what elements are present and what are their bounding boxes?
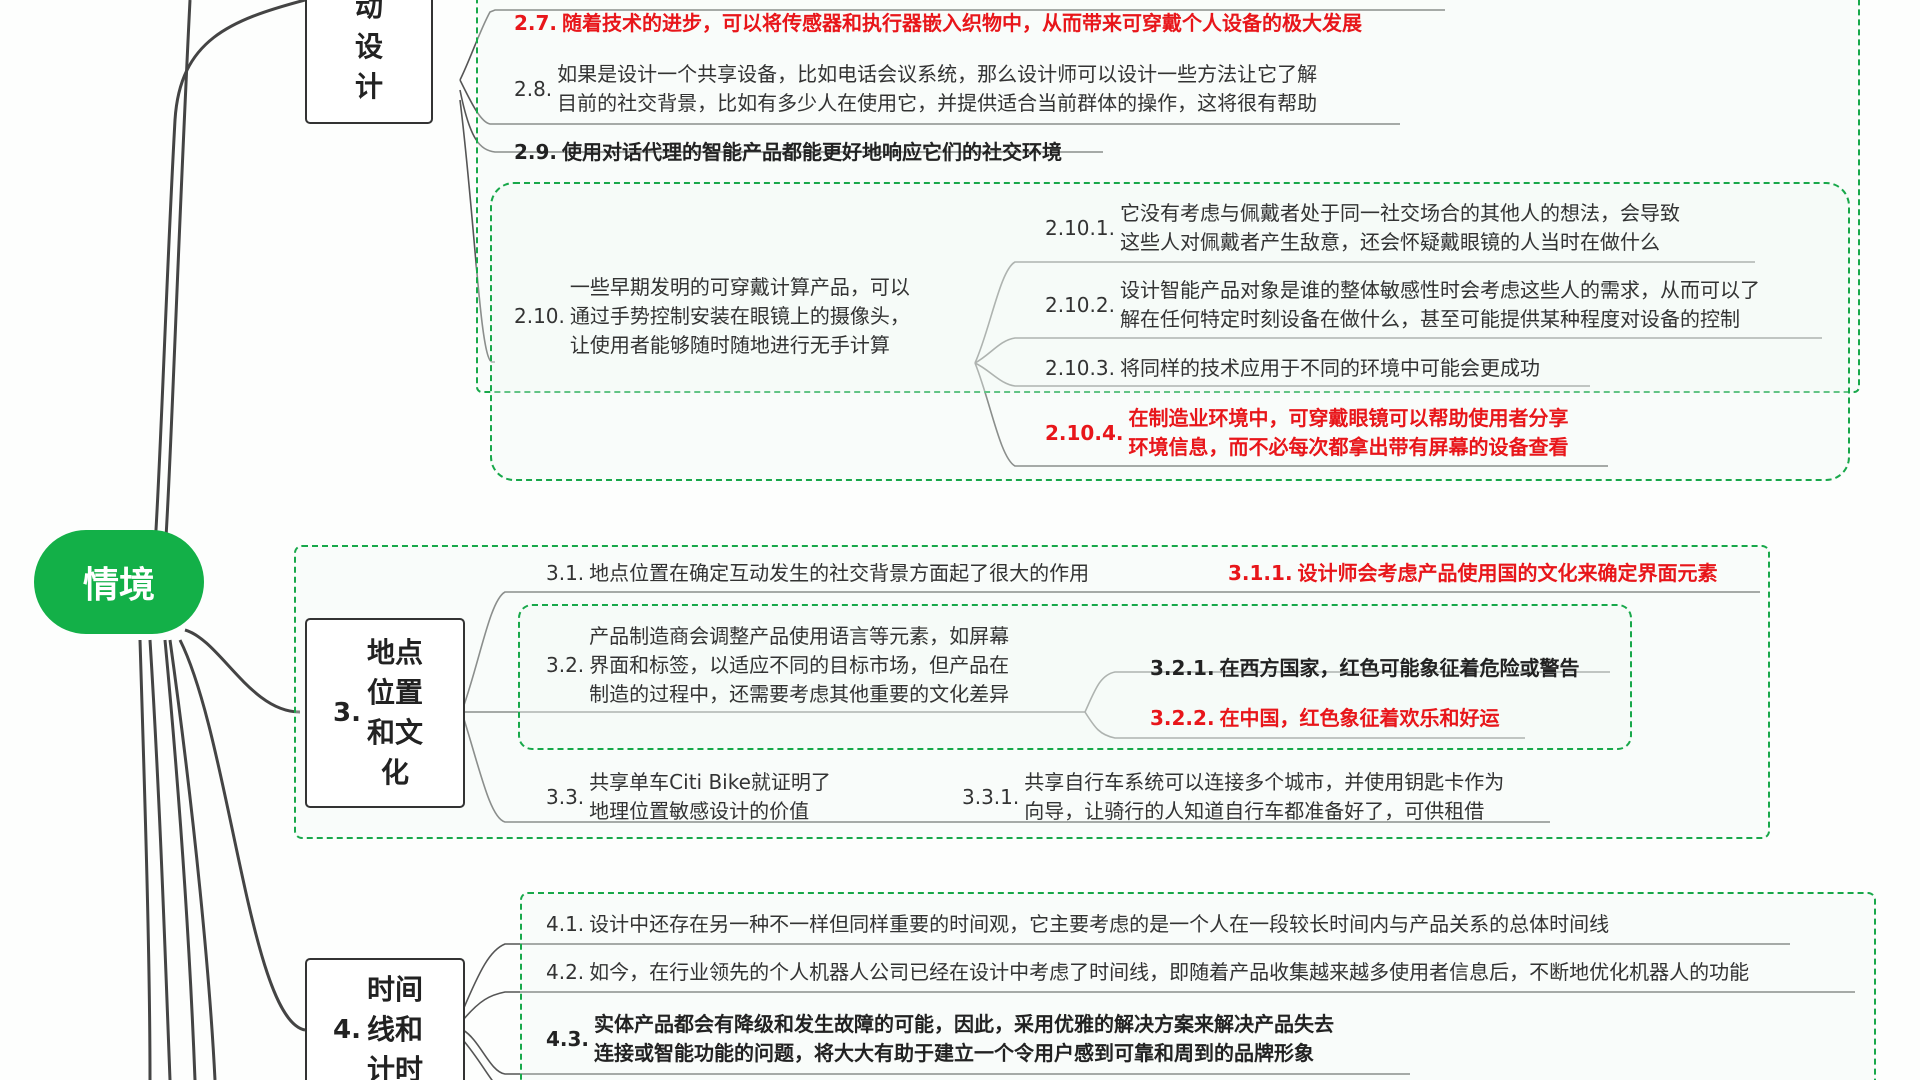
- topic-3-1-1[interactable]: 3.1.1. 设计师会考虑产品使用国的文化来确定界面元素: [1228, 559, 1718, 588]
- topic-line: 连接或智能功能的问题，将大大有助于建立一个令用户感到可靠和周到的品牌形象: [594, 1041, 1315, 1065]
- topic-2-10-1[interactable]: 2.10.1. 它没有考虑与佩戴者处于同一社交场合的其他人的想法，会导致 这些人…: [1045, 199, 1680, 257]
- topic-line: 实体产品都会有降级和发生故障的可能，因此，采用优雅的解决方案来解决产品失去: [594, 1012, 1335, 1036]
- category-4-number: 4.: [333, 1015, 361, 1045]
- group-box-cat3: [294, 545, 1770, 839]
- topic-2-10-4[interactable]: 2.10.4. 在制造业环境中，可穿戴眼镜可以帮助使用者分享 环境信息，而不必每…: [1045, 404, 1568, 462]
- category-node-4[interactable]: 4. 时间 线和 计时: [305, 958, 465, 1080]
- topic-number: 2.10.2.: [1045, 292, 1115, 317]
- topic-number: 4.3.: [546, 1026, 590, 1051]
- branch-root-down4: [138, 639, 152, 1080]
- topic-4-3[interactable]: 4.3. 实体产品都会有降级和发生故障的可能，因此，采用优雅的解决方案来解决产品…: [546, 1010, 1334, 1068]
- topic-3-2-1[interactable]: 3.2.1. 在西方国家，红色可能象征着危险或警告: [1150, 654, 1580, 683]
- topic-2-10[interactable]: 2.10. 一些早期发明的可穿戴计算产品，可以 通过手势控制安装在眼镜上的摄像头…: [514, 273, 910, 360]
- topic-number: 3.1.: [546, 561, 585, 585]
- topic-line: 界面和标签，以适应不同的目标市场，但产品在: [589, 653, 1010, 677]
- topic-2-10-3[interactable]: 2.10.3. 将同样的技术应用于不同的环境中可能会更成功: [1045, 354, 1540, 383]
- topic-line: 将同样的技术应用于不同的环境中可能会更成功: [1119, 356, 1540, 380]
- branch-root-cat2: [148, 0, 306, 621]
- topic-line: 在制造业环境中，可穿戴眼镜可以帮助使用者分享: [1128, 406, 1569, 430]
- topic-line: 产品制造商会调整产品使用语言等元素，如屏幕: [589, 624, 1010, 648]
- topic-line: 制造的过程中，还需要考虑其他重要的文化差异: [589, 682, 1010, 706]
- topic-line: 环境信息，而不必每次都拿出带有屏幕的设备查看: [1128, 435, 1569, 459]
- category-node-2[interactable]: 动 设 计: [305, 0, 433, 124]
- category-2-line: 动: [354, 0, 383, 23]
- topic-2-7[interactable]: 2.7. 随着技术的进步，可以将传感器和执行器嵌入织物中，从而带来可穿戴个人设备…: [514, 9, 1362, 38]
- topic-line: 设计智能产品对象是谁的整体敏感性时会考虑这些人的需求，从而可以了: [1119, 278, 1760, 302]
- topic-number: 2.9.: [514, 140, 558, 164]
- category-2-line: 计: [354, 70, 383, 103]
- category-4-line: 线和: [366, 1013, 423, 1046]
- topic-line: 共享单车Citi Bike就证明了: [589, 770, 831, 794]
- branch-root-down2: [163, 639, 197, 1080]
- topic-line: 一些早期发明的可穿戴计算产品，可以: [569, 275, 910, 299]
- topic-line: 设计师会考虑产品使用国的文化来确定界面元素: [1297, 561, 1718, 585]
- topic-line: 它没有考虑与佩戴者处于同一社交场合的其他人的想法，会导致: [1119, 201, 1680, 225]
- topic-number: 3.2.2.: [1150, 706, 1215, 730]
- branch-root-down3: [168, 639, 217, 1080]
- topic-line: 在西方国家，红色可能象征着危险或警告: [1219, 656, 1580, 680]
- topic-4-1[interactable]: 4.1. 设计中还存在另一种不一样但同样重要的时间观，它主要考虑的是一个人在一段…: [546, 910, 1609, 939]
- group-box-cat4: [520, 892, 1876, 1080]
- topic-2-9[interactable]: 2.9. 使用对话代理的智能产品都能更好地响应它们的社交环境: [514, 138, 1062, 167]
- topic-number: 2.10.3.: [1045, 356, 1115, 380]
- branch-root-cat4: [178, 639, 306, 1032]
- topic-3-2-2[interactable]: 3.2.2. 在中国，红色象征着欢乐和好运: [1150, 704, 1500, 733]
- category-3-line: 地点: [366, 636, 423, 669]
- topic-line: 向导，让骑行的人知道自行车都准备好了，可供租借: [1024, 799, 1485, 823]
- topic-line: 共享自行车系统可以连接多个城市，并使用钥匙卡作为: [1024, 770, 1505, 794]
- topic-3-1[interactable]: 3.1. 地点位置在确定互动发生的社交背景方面起了很大的作用: [546, 559, 1089, 588]
- topic-3-3-1[interactable]: 3.3.1. 共享自行车系统可以连接多个城市，并使用钥匙卡作为 向导，让骑行的人…: [962, 768, 1504, 826]
- topic-line: 如今，在行业领先的个人机器人公司已经在设计中考虑了时间线，即随着产品收集越来越多…: [589, 960, 1750, 984]
- category-4-line: 时间: [366, 973, 423, 1006]
- topic-number: 2.10.4.: [1045, 420, 1124, 445]
- group-box-cat2: [476, 0, 1860, 393]
- topic-line: 解在任何特定时刻设备在做什么，甚至可能提供某种程度对设备的控制: [1119, 307, 1740, 331]
- topic-2-10-2[interactable]: 2.10.2. 设计智能产品对象是谁的整体敏感性时会考虑这些人的需求，从而可以了…: [1045, 276, 1760, 334]
- branch-root-cat3: [184, 628, 301, 714]
- topic-number: 2.7.: [514, 11, 558, 35]
- category-2-line: 设: [354, 30, 383, 63]
- root-node[interactable]: 情境: [34, 530, 204, 634]
- category-3-line: 化: [380, 756, 409, 789]
- branch-root-upper: [158, 0, 192, 621]
- topic-line: 通过手势控制安装在眼镜上的摄像头，: [569, 304, 910, 328]
- group-box-3-2: [518, 604, 1632, 750]
- category-3-number: 3.: [333, 698, 361, 728]
- topic-number: 2.10.: [514, 304, 565, 328]
- branch-root-down1: [148, 639, 172, 1080]
- category-4-line: 计时: [366, 1053, 423, 1080]
- topic-number: 3.3.: [546, 784, 585, 809]
- topic-line: 设计中还存在另一种不一样但同样重要的时间观，它主要考虑的是一个人在一段较长时间内…: [589, 912, 1610, 936]
- topic-line: 让使用者能够随时随地进行无手计算: [569, 333, 890, 357]
- topic-3-3[interactable]: 3.3. 共享单车Citi Bike就证明了 地理位置敏感设计的价值: [546, 768, 831, 826]
- topic-2-8[interactable]: 2.8. 如果是设计一个共享设备，比如电话会议系统，那么设计师可以设计一些方法让…: [514, 60, 1317, 118]
- topic-number: 2.8.: [514, 76, 553, 101]
- topic-3-2[interactable]: 3.2. 产品制造商会调整产品使用语言等元素，如屏幕 界面和标签，以适应不同的目…: [546, 622, 1009, 709]
- root-label: 情境: [82, 565, 155, 606]
- topic-number: 3.3.1.: [962, 784, 1020, 809]
- category-node-3[interactable]: 3. 地点 位置 和文 化: [305, 618, 465, 808]
- topic-4-2[interactable]: 4.2. 如今，在行业领先的个人机器人公司已经在设计中考虑了时间线，即随着产品收…: [546, 958, 1749, 987]
- topic-line: 地理位置敏感设计的价值: [589, 799, 810, 823]
- topic-number: 4.2.: [546, 960, 585, 984]
- topic-line: 如果是设计一个共享设备，比如电话会议系统，那么设计师可以设计一些方法让它了解: [557, 62, 1318, 86]
- topic-line: 这些人对佩戴者产生敌意，还会怀疑戴眼镜的人当时在做什么: [1119, 230, 1660, 254]
- group-box-2-10: [490, 182, 1850, 481]
- topic-line: 目前的社交背景，比如有多少人在使用它，并提供适合当前群体的操作，这将很有帮助: [557, 91, 1318, 115]
- topic-number: 3.2.1.: [1150, 656, 1215, 680]
- category-3-line: 和文: [366, 716, 423, 749]
- topic-line: 在中国，红色象征着欢乐和好运: [1219, 706, 1500, 730]
- topic-line: 随着技术的进步，可以将传感器和执行器嵌入织物中，从而带来可穿戴个人设备的极大发展: [562, 11, 1363, 35]
- topic-number: 4.1.: [546, 912, 585, 936]
- topic-line: 使用对话代理的智能产品都能更好地响应它们的社交环境: [562, 140, 1063, 164]
- category-3-line: 位置: [366, 676, 423, 709]
- topic-number: 3.1.1.: [1228, 561, 1293, 585]
- topic-number: 2.10.1.: [1045, 215, 1115, 240]
- topic-line: 地点位置在确定互动发生的社交背景方面起了很大的作用: [589, 561, 1090, 585]
- topic-number: 3.2.: [546, 653, 585, 677]
